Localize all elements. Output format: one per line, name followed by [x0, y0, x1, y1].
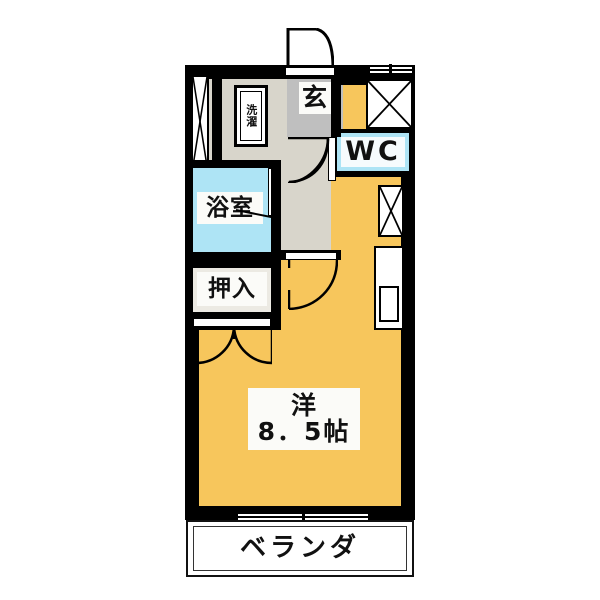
- veranda-label: ベランダ: [239, 532, 360, 563]
- closet-label: 押入: [197, 272, 267, 306]
- room-door-arc: [288, 260, 338, 310]
- hallway-door-leaf: [328, 137, 336, 181]
- bath-label: 浴室: [197, 192, 263, 224]
- closet-door-leaf: [193, 318, 271, 327]
- window-upper-right: [366, 79, 413, 129]
- window-right-middle: [378, 185, 404, 237]
- room-door-leaf: [285, 252, 337, 260]
- closet-double-door-arc: [196, 327, 272, 365]
- washer-label: 洗濯: [244, 104, 258, 128]
- wall-corridor-left: [271, 160, 281, 260]
- window-right-mullion: [389, 64, 392, 78]
- balcony-door-mullion: [302, 510, 305, 524]
- genkan-label: 玄: [299, 82, 331, 114]
- entrance-door-arc: [286, 28, 334, 68]
- main-room-label-line1: 洋: [290, 390, 317, 420]
- window-upper-left: [191, 75, 209, 168]
- veranda-inner-outline: [193, 526, 407, 571]
- wall-left-washer: [212, 79, 222, 165]
- wall-kitchen-right: [404, 246, 408, 330]
- kitchen-sink: [379, 286, 399, 322]
- hallway-door-arc: [288, 137, 332, 183]
- entrance-door-leaf: [285, 67, 335, 76]
- main-room-label: 洋 8．5帖: [248, 388, 360, 450]
- bath-door-arc: [236, 196, 276, 218]
- washing-machine-pan: [234, 85, 268, 147]
- wc-label: WC: [341, 137, 405, 167]
- main-room-label-line2: 8．5帖: [257, 417, 351, 446]
- wall-corridor-right: [331, 85, 341, 137]
